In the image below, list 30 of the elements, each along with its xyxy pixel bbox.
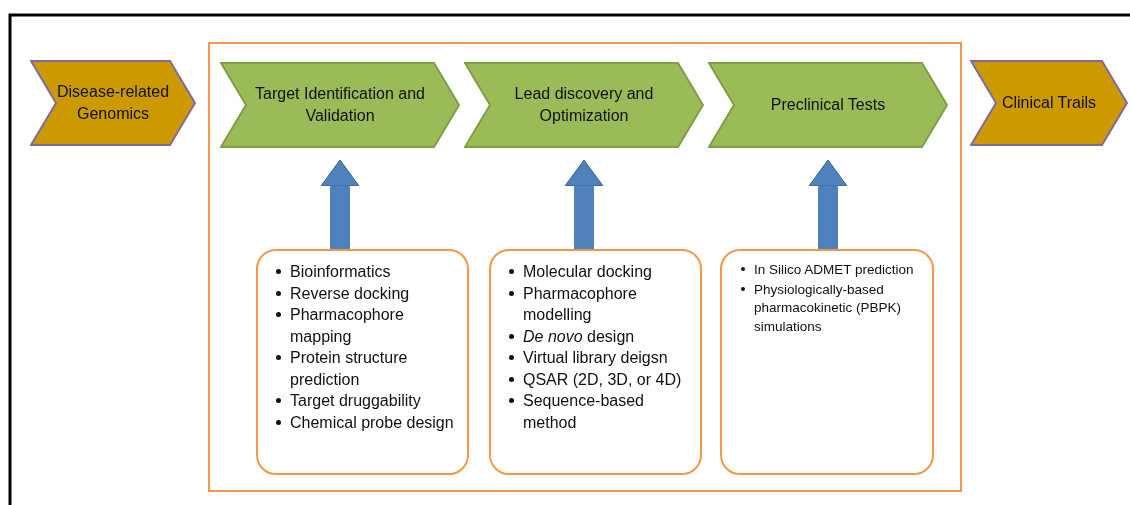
process-step bbox=[708, 62, 948, 148]
stage-label: Clinical Trails bbox=[1001, 93, 1097, 114]
list-item: Reverse docking bbox=[290, 284, 410, 302]
stage-label: Target Identification and Validation bbox=[254, 84, 426, 126]
stage-label: Lead discovery and Optimization bbox=[513, 84, 655, 126]
stage-shape bbox=[970, 60, 1128, 146]
list-item: Physiologically-based pharmacokinetic (PBPK) simulations bbox=[754, 281, 902, 334]
list-item: Chemical probe design bbox=[290, 413, 454, 431]
block-arrow bbox=[564, 159, 604, 249]
block-arrow bbox=[808, 159, 848, 249]
list-item: Target druggability bbox=[290, 392, 421, 409]
method-list-box bbox=[720, 249, 934, 475]
list-item: Virtual library deigsn bbox=[523, 349, 668, 366]
list-item: Protein structure prediction bbox=[290, 349, 408, 388]
stage-label: Disease-related Genomics bbox=[55, 82, 171, 124]
list-item: QSAR (2D, 3D, or 4D) bbox=[523, 370, 682, 388]
list-item: Molecular docking bbox=[523, 263, 652, 280]
method-list-box bbox=[489, 249, 702, 475]
stage-group-box bbox=[208, 42, 962, 492]
list-item: De novo design bbox=[523, 327, 635, 345]
stage-label: Preclinical Tests bbox=[770, 95, 886, 116]
method-list-box bbox=[256, 249, 469, 475]
list-item: Pharmacophore mapping bbox=[290, 306, 404, 345]
block-arrow bbox=[320, 159, 360, 249]
list-item: Sequence-based method bbox=[523, 392, 644, 431]
process-step bbox=[220, 62, 460, 148]
list-item: Bioinformatics bbox=[290, 263, 391, 280]
list-item: In Silico ADMET prediction bbox=[754, 262, 914, 277]
stage-shape bbox=[30, 60, 196, 146]
process-step bbox=[464, 62, 704, 148]
